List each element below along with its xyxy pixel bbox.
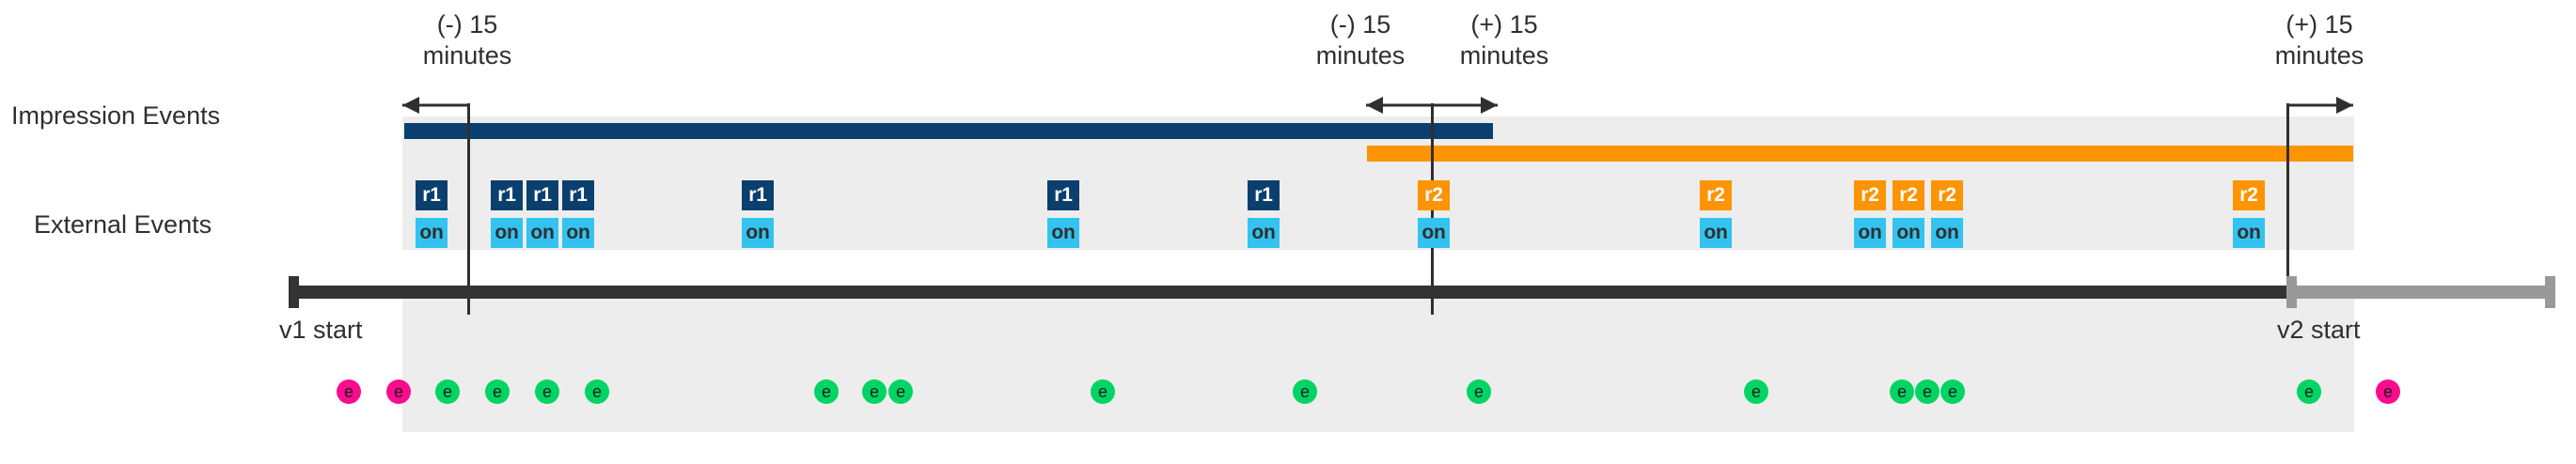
impression-chip-r2[interactable]: r2 [1893, 180, 1924, 210]
row-label-impression-events: Impression Events [11, 101, 221, 130]
vertical-connector-line-3 [2286, 103, 2289, 291]
annotation-line-1: (+) 15 [2285, 10, 2353, 39]
impression-chip-on[interactable]: on [416, 218, 448, 248]
impression-chip-on[interactable]: on [526, 218, 558, 248]
impression-chip-r1[interactable]: r1 [526, 180, 558, 210]
arrow-left-left-minus [402, 97, 467, 114]
impression-chip-r2[interactable]: r2 [1700, 180, 1732, 210]
external-event-dot-green[interactable]: e [1890, 379, 1914, 404]
external-event-dot-green[interactable]: e [1467, 379, 1491, 404]
impression-chip-r2[interactable]: r2 [1854, 180, 1886, 210]
external-event-dot-green[interactable]: e [585, 379, 609, 404]
annotation-line-2: minutes [422, 41, 512, 70]
v1-start-label: v1 start [279, 316, 363, 344]
impression-chip-r1[interactable]: r1 [491, 180, 523, 210]
impression-chip-on[interactable]: on [1047, 218, 1079, 248]
r2-window-bar [1367, 146, 2353, 162]
v2-start-label: v2 start [2277, 316, 2361, 344]
annotation-line-2: minutes [2274, 41, 2364, 70]
impression-chip-on[interactable]: on [491, 218, 523, 248]
annotation-line-1: (-) 15 [1329, 10, 1391, 39]
external-event-dot-green[interactable]: e [1744, 379, 1768, 404]
external-event-dot-green[interactable]: e [435, 379, 460, 404]
external-event-dot-green[interactable]: e [888, 379, 913, 404]
external-event-dot-green[interactable]: e [485, 379, 510, 404]
impression-chip-r1[interactable]: r1 [1248, 180, 1280, 210]
timeline-end-cap [2545, 276, 2555, 308]
impression-chip-r2[interactable]: r2 [1931, 180, 1963, 210]
external-event-dot-green[interactable]: e [1091, 379, 1115, 404]
impression-chip-on[interactable]: on [562, 218, 594, 248]
annotation-line-1: (+) 15 [1470, 10, 1538, 39]
external-event-dot-green[interactable]: e [1915, 379, 1940, 404]
highlight-band-lower [402, 299, 2354, 432]
timeline-active-segment [289, 286, 2286, 299]
impression-chip-on[interactable]: on [1248, 218, 1280, 248]
external-event-dot-green[interactable]: e [814, 379, 839, 404]
impression-chip-on[interactable]: on [2233, 218, 2265, 248]
external-event-dot-pink[interactable]: e [386, 379, 411, 404]
impression-chip-on[interactable]: on [742, 218, 774, 248]
external-event-dot-green[interactable]: e [535, 379, 559, 404]
impression-chip-on[interactable]: on [1418, 218, 1450, 248]
impression-chip-r1[interactable]: r1 [562, 180, 594, 210]
external-event-dot-green[interactable]: e [862, 379, 887, 404]
arrow-right-mid-plus [1431, 97, 1498, 114]
arrow-left-mid-minus [1366, 97, 1431, 114]
timeline-v2-cap [2286, 276, 2297, 308]
timeline-start-cap [289, 276, 299, 308]
impression-chip-r1[interactable]: r1 [742, 180, 774, 210]
impression-chip-on[interactable]: on [1854, 218, 1886, 248]
annotation-line-2: minutes [1459, 41, 1549, 70]
external-event-dot-pink[interactable]: e [337, 379, 361, 404]
impression-chip-r2[interactable]: r2 [1418, 180, 1450, 210]
annotation-line-2: minutes [1315, 41, 1406, 70]
impression-chip-on[interactable]: on [1893, 218, 1924, 248]
vertical-connector-line-1 [467, 103, 470, 315]
impression-chip-r2[interactable]: r2 [2233, 180, 2265, 210]
impression-chip-on[interactable]: on [1931, 218, 1963, 248]
impression-chip-on[interactable]: on [1700, 218, 1732, 248]
row-label-external-events: External Events [34, 210, 212, 239]
annotation-line-1: (-) 15 [436, 10, 498, 39]
external-event-dot-green[interactable]: e [2297, 379, 2321, 404]
arrow-right-right-plus [2286, 97, 2353, 114]
impression-chip-r1[interactable]: r1 [1047, 180, 1079, 210]
timeline-inactive-segment [2286, 286, 2555, 299]
external-event-dot-pink[interactable]: e [2376, 379, 2400, 404]
r1-window-bar [404, 123, 1493, 139]
external-event-dot-green[interactable]: e [1293, 379, 1317, 404]
external-event-dot-green[interactable]: e [1940, 379, 1965, 404]
impression-chip-r1[interactable]: r1 [416, 180, 448, 210]
